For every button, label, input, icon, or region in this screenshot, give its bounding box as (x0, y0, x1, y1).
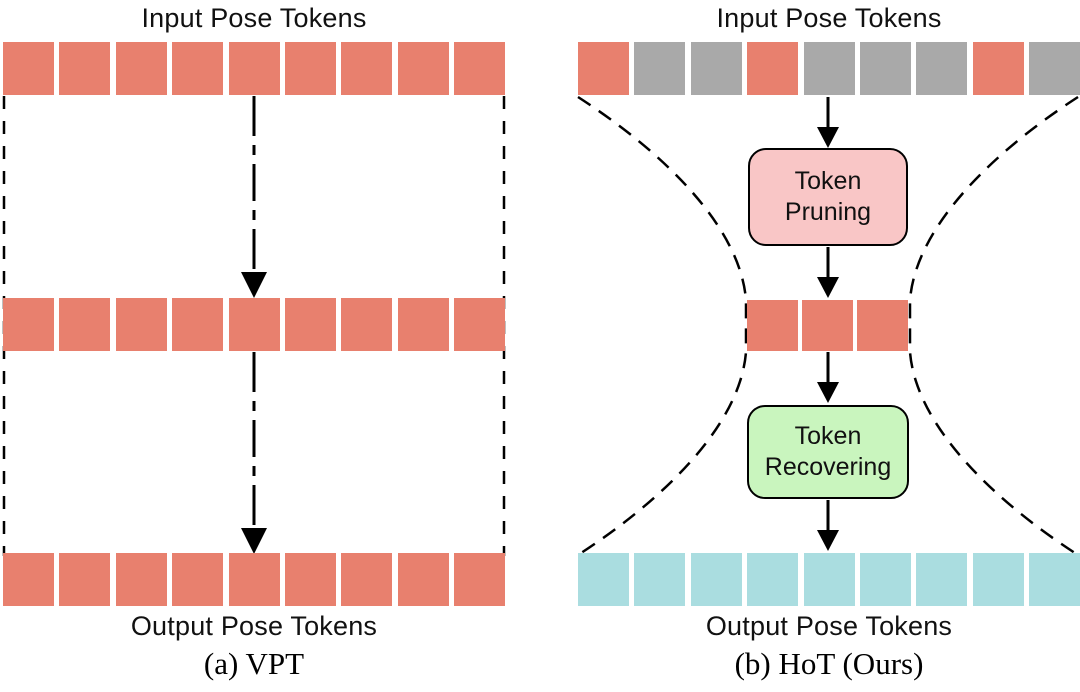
token-cyan (916, 553, 968, 606)
vpt-caption: (a) VPT (203, 646, 305, 681)
token-cyan (972, 553, 1024, 606)
hot-arrowhead-4-icon (817, 530, 839, 551)
token-cyan (690, 553, 742, 606)
token-red (59, 42, 111, 95)
token-red (59, 298, 111, 351)
hot-arrowhead-1-icon (817, 127, 839, 148)
token-red (747, 300, 798, 351)
token-red (454, 298, 505, 351)
token-cyan (803, 553, 855, 606)
vpt-arrowhead-1-icon (241, 272, 267, 298)
token-gray (634, 42, 686, 95)
token-red (115, 298, 167, 351)
token-gray (859, 42, 911, 95)
vpt-arrowhead-2-icon (241, 528, 267, 554)
token-cyan (634, 553, 686, 606)
vpt-output-title: Output Pose Tokens (130, 611, 378, 641)
token-red (228, 42, 280, 95)
token-recovering-box: Token Recovering (747, 405, 909, 499)
token-red (454, 553, 505, 606)
token-gray (803, 42, 855, 95)
token-red (802, 300, 853, 351)
token-red (3, 298, 54, 351)
token-pruning-label-line2: Pruning (784, 198, 872, 226)
hot-input-title: Input Pose Tokens (716, 3, 942, 33)
token-red (972, 42, 1024, 95)
token-red (341, 553, 393, 606)
token-red (284, 553, 336, 606)
token-red (397, 42, 449, 95)
vpt-input-title: Input Pose Tokens (141, 3, 367, 33)
hot-output-token-row (578, 553, 1080, 606)
token-red (59, 553, 111, 606)
token-gray (1029, 42, 1080, 95)
hourglass-dashed-curve-left (577, 95, 748, 557)
vpt-output-token-row (3, 553, 505, 606)
hot-arrowhead-2-icon (817, 277, 839, 298)
vpt-input-token-row (3, 42, 505, 95)
token-red (3, 553, 54, 606)
token-cyan (578, 553, 629, 606)
hot-arrowhead-3-icon (817, 382, 839, 403)
token-recovering-label-line1: Token (794, 422, 862, 450)
hot-output-title: Output Pose Tokens (705, 611, 953, 641)
token-red (397, 298, 449, 351)
token-red (172, 298, 224, 351)
token-red (341, 298, 393, 351)
token-gray (916, 42, 968, 95)
hot-input-token-row (578, 42, 1080, 95)
token-cyan (747, 553, 799, 606)
token-recovering-label-line2: Recovering (764, 453, 892, 481)
token-red (3, 42, 54, 95)
vpt-middle-token-row (3, 298, 505, 351)
token-cyan (1029, 553, 1080, 606)
hot-caption: (b) HoT (Ours) (734, 646, 924, 681)
token-gray (690, 42, 742, 95)
token-pruning-box: Token Pruning (748, 148, 908, 246)
hourglass-dashed-curve-right (908, 95, 1079, 557)
token-red (172, 553, 224, 606)
token-red (115, 42, 167, 95)
token-red (228, 298, 280, 351)
token-red (115, 553, 167, 606)
token-red (284, 298, 336, 351)
token-red (341, 42, 393, 95)
hot-pruned-token-row (747, 300, 908, 351)
token-red (228, 553, 280, 606)
token-red (578, 42, 629, 95)
token-red (284, 42, 336, 95)
token-red (454, 42, 505, 95)
token-red (857, 300, 908, 351)
token-pruning-label-line1: Token (794, 167, 862, 195)
token-red (747, 42, 799, 95)
token-red (172, 42, 224, 95)
token-cyan (859, 553, 911, 606)
token-red (397, 553, 449, 606)
